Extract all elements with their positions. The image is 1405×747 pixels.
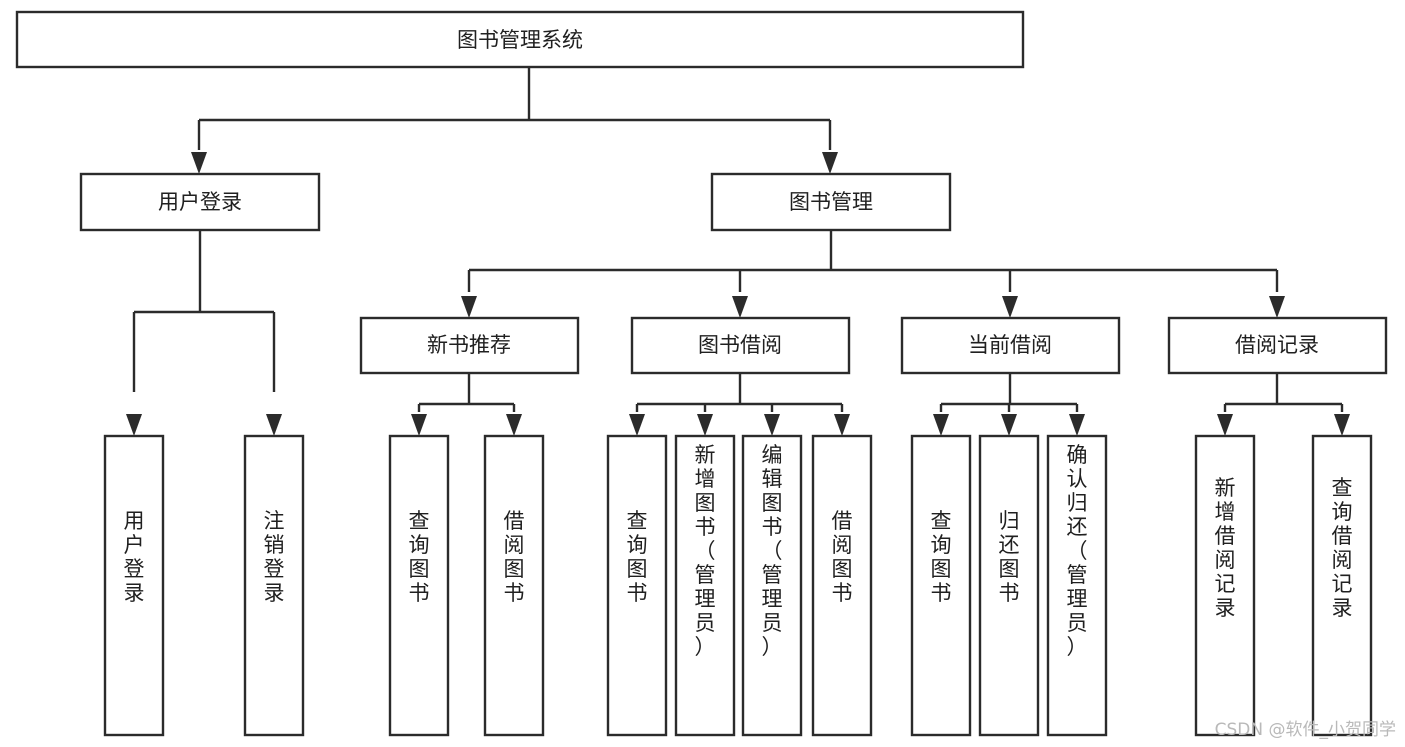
arrow-to-new-book-recommend-icon (461, 296, 477, 318)
arrow-leaf-query-book-1-icon (411, 414, 427, 436)
arrow-leaf-confirm-return-icon (1069, 414, 1085, 436)
leaf-query-book-3-label: 查询图书 (931, 509, 952, 605)
arrow-leaf-query-book-2-icon (629, 414, 645, 436)
leaf-return-book-label: 归还图书 (999, 509, 1020, 605)
leaf-add-record-label: 新增借阅记录 (1215, 476, 1236, 620)
node-root[interactable]: 图书管理系统 (15, 10, 1025, 69)
book-borrow-label: 图书借阅 (698, 333, 782, 357)
node-leaf-query-record[interactable]: 查询借阅记录 (1311, 434, 1373, 737)
leaf-borrow-book-1-label: 借阅图书 (504, 509, 525, 605)
node-leaf-logout-login[interactable]: 注销登录 (243, 434, 305, 737)
leaf-user-login-box[interactable] (103, 434, 165, 737)
arrow-leaf-query-record-icon (1334, 414, 1350, 436)
leaf-borrow-book-2-box[interactable] (811, 434, 873, 737)
node-book-borrow[interactable]: 图书借阅 (630, 316, 851, 375)
node-leaf-edit-book[interactable]: 编辑图书（管理员） (741, 434, 803, 737)
leaf-query-book-1-label: 查询图书 (409, 509, 430, 605)
book-manage-label: 图书管理 (789, 190, 873, 214)
node-user-login[interactable]: 用户登录 (79, 172, 321, 232)
new-book-recommend-label: 新书推荐 (427, 333, 511, 357)
leaf-borrow-book-2-label: 借阅图书 (832, 509, 853, 605)
leaf-borrow-book-1-box[interactable] (483, 434, 545, 737)
node-borrow-record[interactable]: 借阅记录 (1167, 316, 1388, 375)
leaf-query-record-label: 查询借阅记录 (1332, 476, 1353, 620)
arrow-leaf-add-record-icon (1217, 414, 1233, 436)
arrow-leaf-query-book-3-icon (933, 414, 949, 436)
node-leaf-borrow-book-2[interactable]: 借阅图书 (811, 434, 873, 737)
node-leaf-query-book-2[interactable]: 查询图书 (606, 434, 668, 737)
leaf-add-book-box[interactable] (674, 434, 736, 737)
leaf-confirm-return-label: 确认归还（管理员） (1067, 443, 1088, 659)
leaf-logout-login-box[interactable] (243, 434, 305, 737)
arrow-to-book-manage-icon (822, 152, 838, 174)
leaf-query-book-2-label: 查询图书 (627, 509, 648, 605)
arrow-leaf-return-book-icon (1001, 414, 1017, 436)
node-leaf-query-book-1[interactable]: 查询图书 (388, 434, 450, 737)
node-leaf-confirm-return[interactable]: 确认归还（管理员） (1046, 434, 1108, 737)
leaf-query-book-2-box[interactable] (606, 434, 668, 737)
node-leaf-borrow-book-1[interactable]: 借阅图书 (483, 434, 545, 737)
borrow-record-label: 借阅记录 (1235, 333, 1319, 357)
user-login-label: 用户登录 (158, 190, 242, 214)
node-leaf-query-book-3[interactable]: 查询图书 (910, 434, 972, 737)
node-book-manage[interactable]: 图书管理 (710, 172, 952, 232)
leaf-query-book-3-box[interactable] (910, 434, 972, 737)
arrow-leaf-borrow-book-2-icon (834, 414, 850, 436)
leaf-edit-book-label: 编辑图书（管理员） (762, 443, 783, 659)
node-leaf-return-book[interactable]: 归还图书 (978, 434, 1040, 737)
node-current-borrow[interactable]: 当前借阅 (900, 316, 1121, 375)
leaf-logout-login-label: 注销登录 (264, 509, 285, 605)
root-label: 图书管理系统 (457, 28, 583, 52)
book-borrow-box[interactable] (630, 316, 851, 375)
arrow-leaf-edit-book-icon (764, 414, 780, 436)
arrow-to-book-borrow-icon (732, 296, 748, 318)
node-leaf-user-login[interactable]: 用户登录 (103, 434, 165, 737)
root-box[interactable] (15, 10, 1025, 69)
node-new-book-recommend[interactable]: 新书推荐 (359, 316, 580, 375)
arrow-to-borrow-record-icon (1269, 296, 1285, 318)
leaf-edit-book-box[interactable] (741, 434, 803, 737)
leaf-query-book-1-box[interactable] (388, 434, 450, 737)
book-manage-box[interactable] (710, 172, 952, 232)
leaf-confirm-return-box[interactable] (1046, 434, 1108, 737)
leaf-add-record-box[interactable] (1194, 434, 1256, 737)
arrow-leaf-user-login-icon (126, 414, 142, 436)
arrow-to-current-borrow-icon (1002, 296, 1018, 318)
leaf-query-record-box[interactable] (1311, 434, 1373, 737)
arrow-leaf-borrow-book-1-icon (506, 414, 522, 436)
leaf-add-book-label: 新增图书（管理员） (695, 443, 716, 659)
node-leaf-add-book[interactable]: 新增图书（管理员） (674, 434, 736, 737)
leaf-user-login-label: 用户登录 (124, 509, 145, 605)
node-leaf-add-record[interactable]: 新增借阅记录 (1194, 434, 1256, 737)
new-book-recommend-box[interactable] (359, 316, 580, 375)
current-borrow-label: 当前借阅 (968, 333, 1052, 357)
arrow-leaf-add-book-icon (697, 414, 713, 436)
csdn-watermark: CSDN @软件_小贺同学 (1215, 720, 1396, 740)
borrow-record-box[interactable] (1167, 316, 1388, 375)
arrow-leaf-logout-login-icon (266, 414, 282, 436)
leaf-return-book-box[interactable] (978, 434, 1040, 737)
arrow-to-user-login-icon (191, 152, 207, 174)
current-borrow-box[interactable] (900, 316, 1121, 375)
